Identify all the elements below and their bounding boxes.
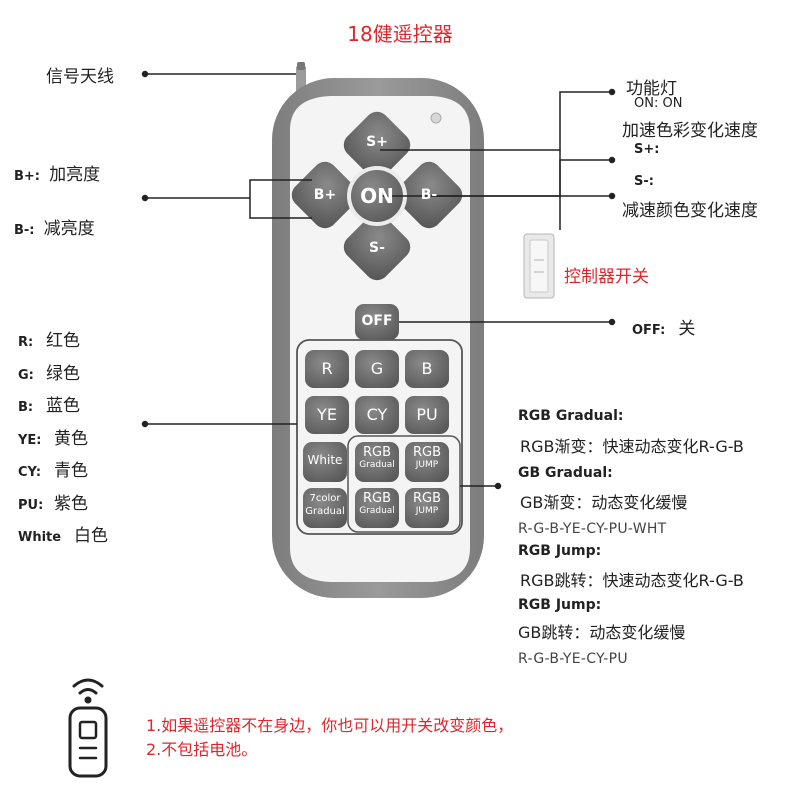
button-b[interactable]: B (405, 359, 449, 378)
legend-purple: PU:紫色 (18, 489, 108, 522)
mode-4-desc: GB跳转：动态变化缓慢 (518, 619, 744, 643)
button-on[interactable]: ON (351, 184, 403, 208)
button-r[interactable]: R (305, 359, 349, 378)
mode-descriptions: RGB Gradual: RGB渐变：快速动态变化R-G-B GB Gradua… (518, 408, 744, 667)
speed-up-label: 加速色彩变化速度 (622, 116, 758, 141)
brightness-up-key: B+: (14, 169, 40, 184)
button-rgb-jump-2-top: RGB (405, 492, 449, 505)
button-rgb-gradual[interactable]: RGB Gradual (355, 444, 399, 470)
button-rgb-jump-2[interactable]: RGB JUMP (405, 490, 449, 516)
button-off[interactable]: OFF (355, 313, 399, 329)
button-b-minus[interactable]: B- (409, 187, 449, 203)
brightness-down-key: B-: (14, 223, 35, 238)
button-rgb-jump[interactable]: RGB JUMP (405, 444, 449, 470)
mode-4-seq: R-G-B-YE-CY-PU (518, 651, 744, 667)
button-white[interactable]: White (303, 453, 347, 467)
button-rgb-gradual-2[interactable]: RGB Gradual (355, 490, 399, 516)
button-rgb-jump-top: RGB (405, 446, 449, 459)
brightness-down-text: 减亮度 (44, 219, 95, 239)
controller-switch-label: 控制器开关 (564, 262, 649, 287)
antenna-label: 信号天线 (46, 62, 114, 87)
s-plus-label: S+: (634, 142, 659, 157)
button-rgb-jump-bottom: JUMP (405, 461, 449, 470)
mode-1-head: RGB Gradual: (518, 408, 744, 424)
mode-2-seq: R-G-B-YE-CY-PU-WHT (518, 521, 744, 537)
mode-2-head: GB Gradual: (518, 465, 744, 481)
mode-2-desc: GB渐变：动态变化缓慢 (520, 489, 744, 513)
note-1: 1.如果遥控器不在身边，你也可以用开关改变颜色， (146, 712, 513, 736)
button-7color-top: 7color (303, 494, 347, 504)
off-label: OFF: 关 (632, 314, 695, 339)
button-s-plus[interactable]: S+ (357, 134, 397, 150)
mode-3-head: RGB Jump: (518, 543, 744, 559)
speed-down-label: 减速颜色变化速度 (622, 196, 758, 221)
brightness-up-label: B+: 加亮度 (14, 160, 100, 185)
note-2: 2.不包括电池。 (146, 736, 257, 760)
button-rgb-gradual-2-bottom: Gradual (355, 507, 399, 516)
button-rgb-jump-2-bottom: JUMP (405, 507, 449, 516)
button-rgb-gradual-top: RGB (355, 446, 399, 459)
legend-yellow: YE:黄色 (18, 424, 108, 457)
legend-blue: B:蓝色 (18, 391, 108, 424)
off-text: 关 (678, 319, 695, 339)
brightness-down-label: B-: 减亮度 (14, 214, 95, 239)
mode-4-head: RGB Jump: (518, 597, 744, 613)
button-s-minus[interactable]: S- (357, 240, 397, 256)
button-7color-gradual[interactable]: 7color Gradual (303, 492, 347, 517)
legend-red: R:红色 (18, 326, 108, 359)
button-b-plus[interactable]: B+ (305, 187, 345, 203)
legend-cyan: CY:青色 (18, 456, 108, 489)
button-pu[interactable]: PU (405, 405, 449, 424)
button-g[interactable]: G (355, 359, 399, 378)
legend-green: G:绿色 (18, 359, 108, 392)
mode-3-desc: RGB跳转：快速动态变化R-G-B (520, 567, 744, 591)
button-rgb-gradual-bottom: Gradual (355, 461, 399, 470)
brightness-up-text: 加亮度 (49, 165, 100, 185)
button-cy[interactable]: CY (355, 405, 399, 424)
button-rgb-gradual-2-top: RGB (355, 492, 399, 505)
button-ye[interactable]: YE (305, 405, 349, 424)
on-key-label: ON: ON (634, 96, 682, 111)
off-key: OFF: (632, 323, 665, 338)
mode-1-desc: RGB渐变：快速动态变化R-G-B (520, 433, 744, 457)
button-7color-bottom: Gradual (303, 507, 347, 517)
s-minus-label: S-: (634, 174, 654, 189)
